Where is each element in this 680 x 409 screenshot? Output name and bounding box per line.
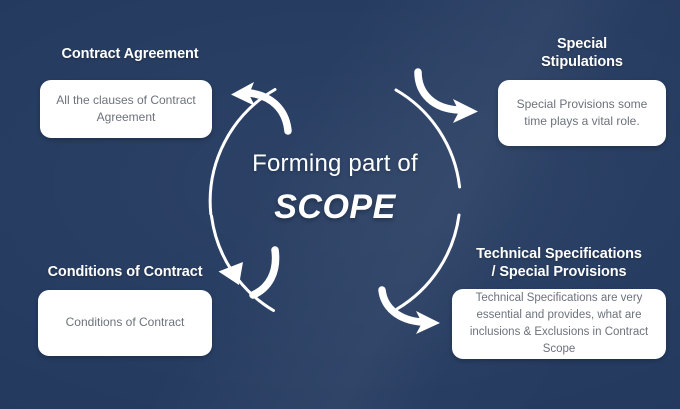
ring-arc-top-left [208,88,277,216]
node-heading-technical-specifications: Technical Specifications / Special Provi… [476,246,642,280]
node-body-conditions-of-contract: Conditions of Contract [65,315,185,330]
arrow-bottom-right [378,286,440,334]
node-card-special-stipulations: Special Provisions some time plays a vit… [498,80,666,146]
ring-arc-bottom-right [395,213,461,311]
arrow-bottom-left [218,246,280,299]
center-subtitle: Forming part of [252,150,418,177]
ring-arc-bottom-left [210,214,275,312]
node-card-contract-agreement: All the clauses of Contract Agreement [40,80,212,138]
center-title: SCOPE [274,188,396,226]
center-label: Forming part of SCOPE [210,150,460,227]
arrow-top-right [414,68,478,123]
node-heading-special-stipulations: Special Stipulations [541,36,623,70]
node-card-conditions-of-contract: Conditions of Contract [38,290,212,356]
arrow-top-left [231,82,292,135]
node-body-technical-specifications: Technical Specifications are very essent… [469,292,649,355]
node-body-special-stipulations: Special Provisions some time plays a vit… [516,96,648,128]
node-heading-contract-agreement: Contract Agreement [61,46,199,62]
node-card-technical-specifications: Technical Specifications are very essent… [452,289,666,359]
node-heading-conditions-of-contract: Conditions of Contract [47,264,203,280]
ring-arc-top-right [394,88,462,189]
node-body-contract-agreement: All the clauses of Contract Agreement [56,92,196,124]
